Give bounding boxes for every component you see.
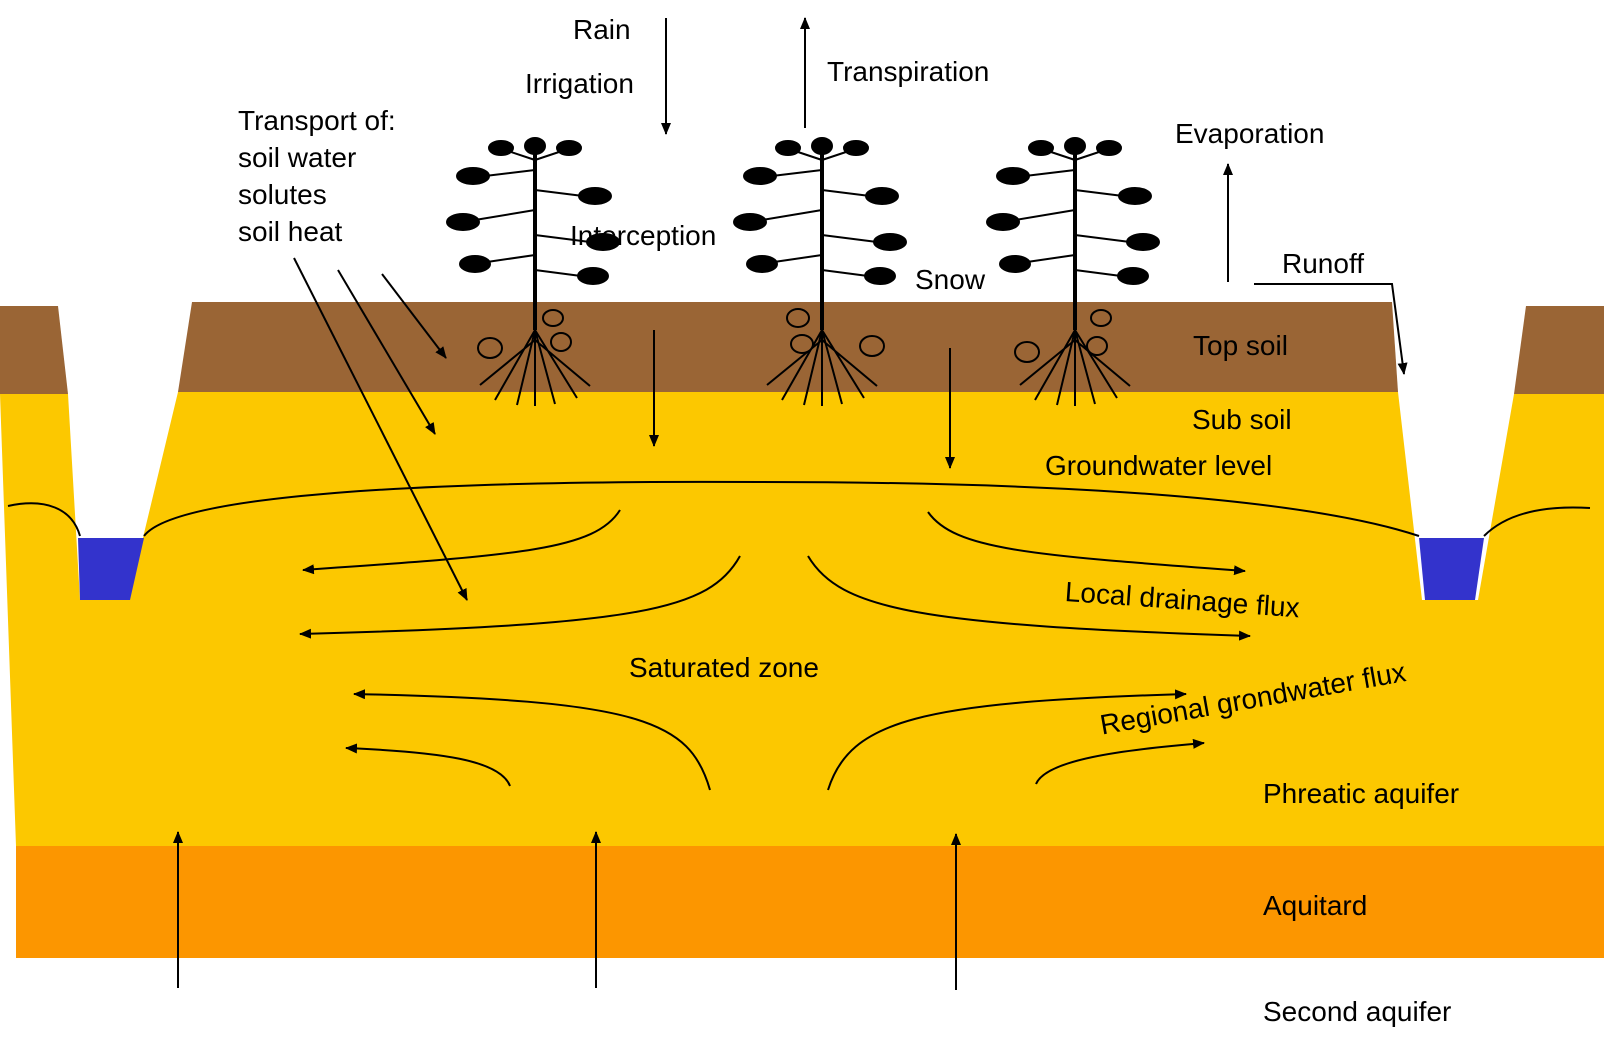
sub-soil-label: Sub soil — [1192, 404, 1292, 435]
local-flux-left-1 — [302, 509, 621, 575]
regional-flux-left-1 — [353, 689, 711, 791]
transport-arrow-1 — [381, 273, 447, 359]
transport-item-soil-heat: soil heat — [238, 216, 343, 247]
transport-item-solutes: solutes — [238, 179, 327, 210]
regional-flux-right-2 — [1035, 738, 1205, 785]
interception-label: Interception — [570, 220, 717, 251]
transport-label: Transport of: soil water solutes soil he… — [238, 102, 396, 250]
top-soil-label: Top soil — [1193, 330, 1288, 361]
transport-title: Transport of: — [238, 105, 396, 136]
transport-arrow-3 — [293, 257, 468, 601]
irrigation-label: Irrigation — [525, 68, 634, 99]
runoff-label: Runoff — [1282, 248, 1364, 279]
groundwater-level-label: Groundwater level — [1045, 450, 1273, 481]
evaporation-label: Evaporation — [1175, 118, 1325, 149]
left-ditch-water — [78, 538, 144, 600]
aquitard-layer — [16, 846, 1604, 958]
potato-plant-icon — [986, 137, 1160, 406]
potato-plant-icon — [446, 137, 620, 406]
local-flux-left-2 — [299, 555, 741, 639]
top-soil-left-bank — [0, 306, 68, 394]
local-flux-right-1 — [927, 511, 1246, 576]
local-flux-right-2 — [807, 555, 1251, 641]
top-soil-layer — [178, 302, 1398, 392]
top-soil-right-bank — [1514, 306, 1604, 394]
phreatic-aquifer-label: Phreatic aquifer — [1263, 778, 1460, 809]
groundwater-level-line — [7, 480, 1591, 537]
regional-flux-left-2 — [345, 743, 511, 787]
saturated-zone-label: Saturated zone — [629, 652, 819, 683]
transpiration-label: Transpiration — [827, 56, 990, 87]
runoff-arrow — [1254, 283, 1408, 375]
transport-item-soil-water: soil water — [238, 142, 357, 173]
potato-plant-icon — [733, 137, 907, 406]
aquitard-label: Aquitard — [1263, 890, 1368, 921]
right-ditch-water — [1419, 538, 1484, 600]
rain-label: Rain — [573, 14, 631, 45]
sub-soil-layer — [0, 392, 1604, 846]
regional-flux-right-1 — [827, 689, 1187, 791]
snow-label: Snow — [915, 264, 986, 295]
second-aquifer-label: Second aquifer — [1263, 996, 1452, 1027]
transport-arrow-2 — [337, 269, 436, 435]
